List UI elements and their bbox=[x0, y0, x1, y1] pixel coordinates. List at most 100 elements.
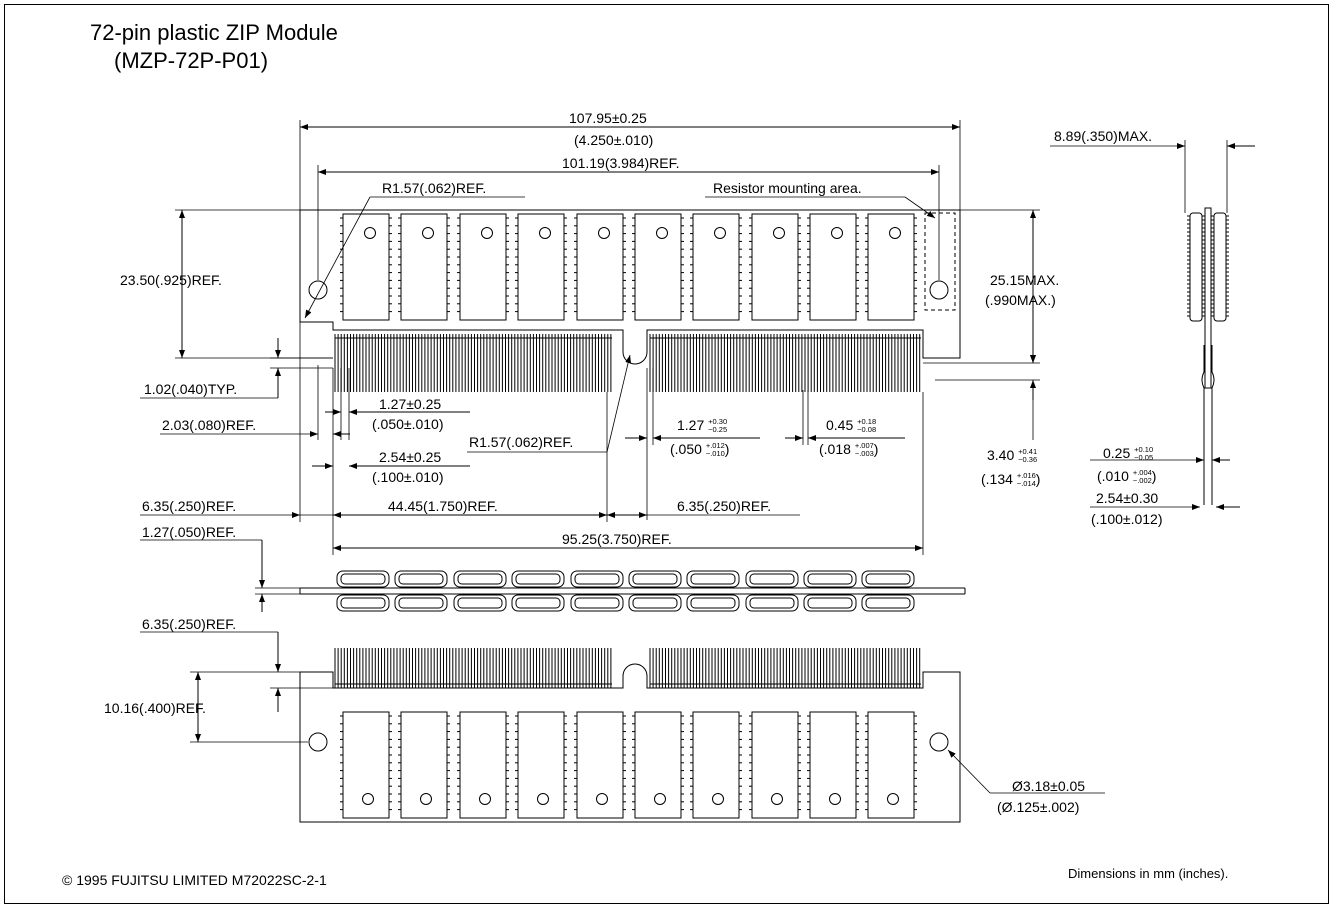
memory-chip bbox=[867, 213, 915, 321]
left-margin-label: 6.35(.250)REF. bbox=[142, 498, 237, 514]
title-line1: 72-pin plastic ZIP Module bbox=[90, 20, 338, 45]
chip-profile bbox=[453, 594, 507, 612]
memory-chip bbox=[751, 213, 799, 321]
units-note: Dimensions in mm (inches). bbox=[1068, 866, 1229, 881]
chip-profile bbox=[511, 594, 565, 612]
chip-pin1-mark bbox=[773, 227, 785, 239]
pitch2-inch-label: (.100±.010) bbox=[372, 469, 444, 485]
lead-span-label: 95.25(3.750)REF. bbox=[562, 531, 672, 547]
chip-profile bbox=[803, 570, 857, 588]
chip-profile-inner bbox=[865, 597, 911, 609]
chip-pin1-mark bbox=[364, 227, 376, 239]
chip-profile-inner bbox=[632, 597, 678, 609]
chip-pin1-mark bbox=[771, 793, 783, 805]
row-spacing-label: 2.54±0.30 bbox=[1096, 490, 1159, 506]
top-board-outline bbox=[299, 209, 961, 365]
lead-length-inch-label: (.134 +.016−.014) bbox=[981, 471, 1041, 489]
memory-chip bbox=[459, 213, 507, 321]
memory-chip bbox=[517, 213, 565, 321]
chip-pin1-mark bbox=[479, 793, 491, 805]
edge-view bbox=[140, 539, 966, 612]
chip-profile bbox=[394, 594, 448, 612]
chip-pin1-mark bbox=[596, 793, 608, 805]
lead-width-inch-label: (.018 +.007−.003) bbox=[819, 441, 879, 459]
hole-diameter-label: Ø3.18±0.05 bbox=[1012, 778, 1086, 794]
corner-radius-label: R1.57(.062)REF. bbox=[382, 180, 487, 196]
bottom-pins bbox=[334, 648, 921, 688]
bottom-chips bbox=[340, 711, 917, 819]
chip-profile-inner bbox=[574, 597, 620, 609]
chip-profile-inner bbox=[398, 597, 444, 609]
side-pins bbox=[1187, 215, 1229, 317]
height-max-label: 25.15MAX. bbox=[990, 272, 1060, 288]
memory-chip bbox=[809, 711, 857, 819]
chip-profile-inner bbox=[457, 573, 503, 585]
chip-profile-inner bbox=[515, 573, 561, 585]
chip-profile-inner bbox=[574, 573, 620, 585]
chip-profile-inner bbox=[690, 597, 736, 609]
copyright-label: © 1995 FUJITSU LIMITED M72022SC-2-1 bbox=[62, 872, 327, 888]
chip-profile bbox=[336, 570, 390, 588]
title-line2: (MZP-72P-P01) bbox=[114, 48, 269, 73]
chip-profile bbox=[803, 594, 857, 612]
chip-profile bbox=[511, 570, 565, 588]
chip-pin1-mark bbox=[598, 227, 610, 239]
height-ref-label: 23.50(.925)REF. bbox=[120, 272, 222, 288]
memory-chip bbox=[692, 213, 740, 321]
memory-chip bbox=[400, 711, 448, 819]
memory-chip bbox=[517, 711, 565, 819]
memory-chip bbox=[342, 213, 390, 321]
chip-pin1-mark bbox=[362, 793, 374, 805]
chip-profile bbox=[861, 570, 915, 588]
chip-profile bbox=[628, 594, 682, 612]
chip-pin1-mark bbox=[654, 793, 666, 805]
chip-profile-inner bbox=[632, 573, 678, 585]
lead-thickness-inch-label: (.010 +.004−.002) bbox=[1097, 468, 1157, 486]
chip-pin1-mark bbox=[539, 227, 551, 239]
memory-chip bbox=[867, 711, 915, 819]
overall-length-label: 107.95±0.25 bbox=[569, 110, 647, 126]
side-view bbox=[1050, 140, 1255, 510]
memory-chip bbox=[342, 711, 390, 819]
chip-profile bbox=[570, 594, 624, 612]
lead-length-label: 3.40 +0.41−0.36 bbox=[987, 447, 1038, 465]
chip-pin1-mark bbox=[831, 227, 843, 239]
lead-width-label: 0.45 +0.18−0.08 bbox=[826, 417, 877, 435]
chip-profile bbox=[686, 594, 740, 612]
chip-profile-inner bbox=[340, 597, 386, 609]
chip-profile-inner bbox=[398, 573, 444, 585]
lead-thickness-label: 0.25 +0.10−0.05 bbox=[1103, 445, 1154, 463]
chip-profile-inner bbox=[340, 573, 386, 585]
chip-profile-inner bbox=[749, 597, 795, 609]
top-pins bbox=[334, 334, 921, 392]
memory-chip bbox=[692, 711, 740, 819]
chip-profile bbox=[453, 570, 507, 588]
chip-profile bbox=[394, 570, 448, 588]
chip-profile-inner bbox=[690, 573, 736, 585]
notch-radius-label: R1.57(.062)REF. bbox=[469, 434, 574, 450]
memory-chip bbox=[809, 213, 857, 321]
memory-chip bbox=[576, 213, 624, 321]
top-right-hole bbox=[929, 280, 949, 300]
bottom-right-hole bbox=[929, 732, 949, 752]
chip-profile-inner bbox=[457, 597, 503, 609]
lead-offset-label: 1.02(.040)TYP. bbox=[144, 381, 238, 397]
memory-chip bbox=[576, 711, 624, 819]
height-max-inch-label: (.990MAX.) bbox=[985, 292, 1056, 308]
side-thickness-label: 8.89(.350)MAX. bbox=[1054, 128, 1153, 144]
resistor-area bbox=[924, 212, 956, 311]
memory-chip bbox=[400, 213, 448, 321]
row-spacing-inch-label: (.100±.012) bbox=[1091, 511, 1163, 527]
edge-offset-label: 2.03(.080)REF. bbox=[162, 417, 257, 433]
chip-pin1-mark bbox=[420, 793, 432, 805]
bottom-lead-offset-label: 6.35(.250)REF. bbox=[142, 616, 237, 632]
chip-pin1-mark bbox=[889, 227, 901, 239]
half-span-label: 44.45(1.750)REF. bbox=[388, 498, 498, 514]
hole-pitch-label: 101.19(3.984)REF. bbox=[562, 155, 680, 171]
chip-profile bbox=[336, 594, 390, 612]
memory-chip bbox=[751, 711, 799, 819]
chip-profile bbox=[686, 570, 740, 588]
chip-pin1-mark bbox=[481, 227, 493, 239]
memory-chip bbox=[459, 711, 507, 819]
chip-pin1-mark bbox=[887, 793, 899, 805]
